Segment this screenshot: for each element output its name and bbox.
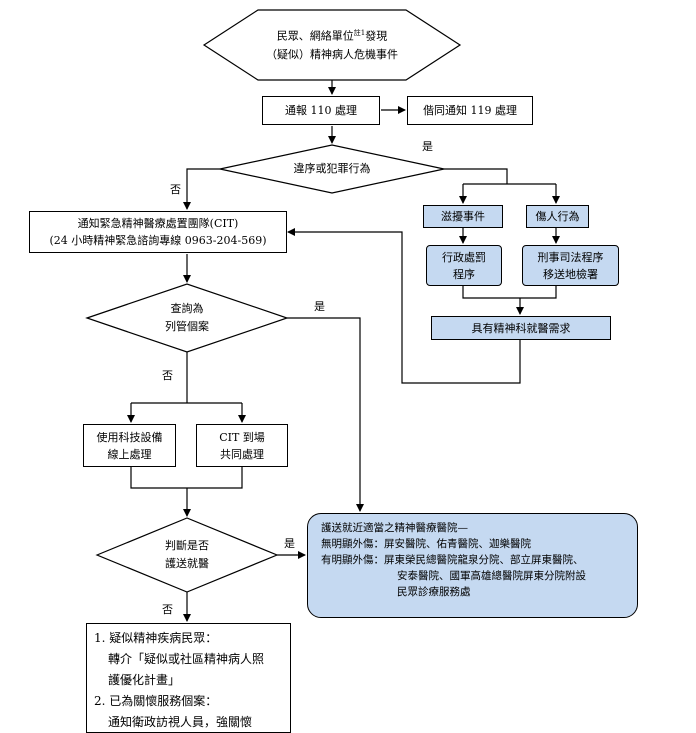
case-yes-label: 是	[314, 300, 325, 313]
line-admin-merge	[462, 286, 557, 299]
case-no-label: 否	[162, 369, 173, 382]
decision-case-line1: 查詢為	[170, 302, 204, 315]
outcome-item2-title: 2. 已為關懷服務個案：	[94, 694, 218, 708]
start-line2: （疑似）精神病人危機事件	[266, 47, 398, 61]
arrow-crime-no-to-cit	[183, 168, 220, 210]
psych-need-label: 具有精神科就醫需求	[471, 321, 571, 335]
hospital-injury-line2: 安泰醫院、國軍高雄總醫院屏東分院附設	[397, 570, 586, 582]
cit-notify-line2: (24 小時精神緊急諮詢專線 0963-204-569)	[49, 234, 267, 247]
outcome-text: 1. 疑似精神疾病民眾： 轉介「疑似或社區精神病人照 護優化計畫」 2. 已為關…	[94, 628, 264, 733]
decision-case-line2: 列管個案	[165, 320, 209, 333]
decision-escort-text: 判斷是否 護送就醫	[137, 537, 237, 573]
escort-yes-label: 是	[284, 537, 295, 550]
admin-penalty-box: 行政處罰 程序	[426, 245, 502, 286]
cit-notify-line1: 通知緊急精神醫療處置團隊(CIT)	[77, 217, 239, 230]
notify-119-label: 偕同通知 119 處理	[423, 104, 517, 117]
outcome-item1-line2: 轉介「疑似或社區精神病人照	[108, 652, 265, 666]
outcome-box	[86, 623, 291, 733]
start-hexagon	[202, 9, 462, 81]
disturbance-box: 滋擾事件	[423, 205, 503, 228]
tech-online-box: 使用科技設備 線上處理	[83, 424, 176, 467]
outcome-item1-title: 1. 疑似精神疾病民眾：	[94, 631, 218, 645]
decision-escort-line2: 護送就醫	[165, 557, 209, 570]
cit-onsite-line2: 共同處理	[220, 447, 264, 461]
admin-penalty-line2: 程序	[453, 267, 475, 281]
hospital-injury-line1: 有明顯外傷：屏東榮民總醫院龍泉分院、部立屏東醫院、	[321, 554, 584, 566]
report-110-box: 通報 110 處理	[262, 96, 380, 125]
hospital-title: 護送就近適當之精神醫療醫院—	[321, 522, 468, 534]
criminal-procedure-line2: 移送地檢署	[543, 267, 598, 281]
decision-escort-line1: 判斷是否	[165, 539, 209, 552]
hospital-box	[307, 513, 638, 618]
start-footnote-mark: 註1	[353, 29, 366, 37]
crime-no-label: 否	[170, 183, 181, 196]
cit-onsite-line1: CIT 到場	[219, 430, 265, 444]
psych-need-box: 具有精神科就醫需求	[431, 316, 611, 340]
admin-penalty-line1: 行政處罰	[442, 250, 486, 264]
start-event-text: 民眾、網絡單位註1發現 （疑似）精神病人危機事件	[225, 24, 439, 64]
tech-online-line1: 使用科技設備	[96, 430, 163, 444]
decision-crime-text: 違序或犯罪行為	[293, 162, 371, 175]
hospital-injury-line3: 民眾診療服務處	[397, 586, 471, 598]
report-110-label: 通報 110 處理	[285, 104, 357, 117]
arrow-case-yes-to-hospital	[287, 317, 364, 512]
line-tech-merge	[130, 467, 243, 489]
start-line1-pre: 民眾、網絡單位	[276, 29, 354, 43]
cit-onsite-box: CIT 到場 共同處理	[196, 424, 288, 467]
line-crime-yes	[444, 168, 508, 184]
start-line1-post: 發現	[365, 29, 388, 43]
arrow-psych-to-cit	[287, 228, 521, 384]
escort-no-label: 否	[162, 603, 173, 616]
outcome-item1-line3: 護優化計畫」	[108, 673, 181, 687]
crime-yes-label: 是	[422, 140, 433, 153]
tech-online-line2: 線上處理	[107, 447, 152, 461]
disturbance-label: 滋擾事件	[441, 210, 485, 223]
injury-box: 傷人行為	[526, 205, 589, 228]
hospital-no-injury: 無明顯外傷：屏安醫院、佑青醫院、迦樂醫院	[321, 538, 531, 550]
notify-119-box: 偕同通知 119 處理	[407, 96, 533, 125]
decision-case-text: 查詢為 列管個案	[137, 300, 237, 336]
injury-label: 傷人行為	[535, 210, 580, 223]
criminal-procedure-line1: 刑事司法程序	[537, 250, 604, 264]
hospital-text: 護送就近適當之精神醫療醫院— 無明顯外傷：屏安醫院、佑青醫院、迦樂醫院 有明顯外…	[321, 520, 586, 600]
outcome-item2-line2: 通知衛政訪視人員，強關懷	[108, 715, 253, 729]
criminal-procedure-box: 刑事司法程序 移送地檢署	[522, 245, 619, 286]
cit-notify-box: 通知緊急精神醫療處置團隊(CIT) (24 小時精神緊急諮詢專線 0963-20…	[29, 211, 287, 253]
